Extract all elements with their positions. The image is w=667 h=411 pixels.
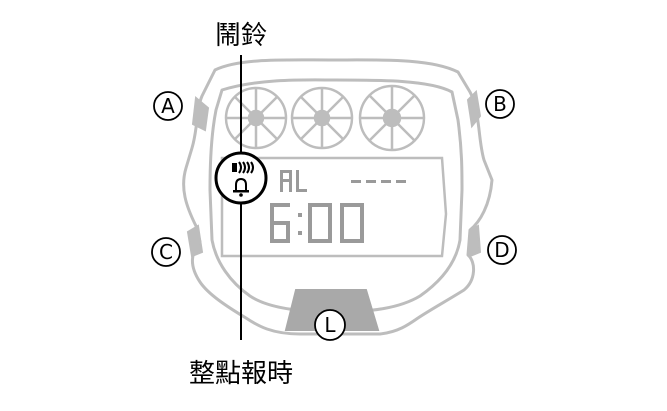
lcd-border [220, 156, 448, 258]
dial-right [358, 84, 426, 152]
button-label-d: D [487, 235, 517, 265]
lcd-time-6-00 [270, 203, 364, 243]
lcd-mode-al [280, 170, 307, 192]
dials [224, 84, 426, 152]
indicator-callout [214, 55, 268, 340]
button-a-letter: A [161, 94, 175, 118]
hourly-signal-label: 整點報時 [189, 359, 293, 389]
alarm-sound-icon [232, 161, 254, 174]
button-a-body[interactable] [191, 96, 210, 132]
lcd-panel [220, 156, 448, 258]
button-label-l: L [314, 309, 346, 341]
dial-left [224, 86, 288, 150]
button-label-c: C [151, 237, 181, 267]
button-b-letter: B [493, 92, 507, 116]
button-d-body[interactable] [469, 224, 482, 258]
alarm-label: 鬧鈴 [215, 21, 267, 51]
button-c-body[interactable] [186, 224, 204, 258]
button-label-b: B [485, 89, 515, 119]
bell-icon [233, 177, 249, 197]
dial-middle [290, 86, 354, 150]
lcd-top-dashes [351, 180, 406, 183]
button-l-letter: L [324, 313, 336, 337]
button-d-letter: D [494, 238, 509, 262]
button-c-letter: C [159, 240, 173, 264]
button-label-a: A [153, 91, 183, 121]
side-buttons [186, 89, 482, 258]
button-b-body[interactable] [466, 89, 482, 129]
